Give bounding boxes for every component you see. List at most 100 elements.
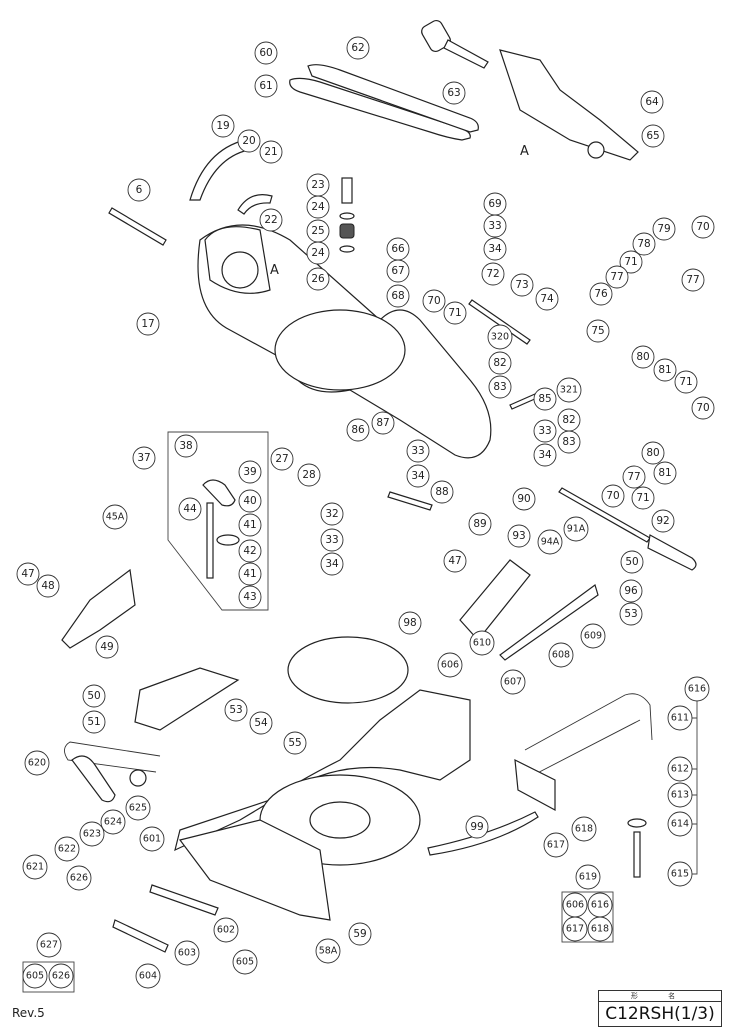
part-callout-620: 620 xyxy=(24,750,50,776)
callout-number: 86 xyxy=(351,424,365,436)
callout-circle xyxy=(346,36,370,60)
part-callout-67: 67 xyxy=(386,259,410,283)
rod-part xyxy=(509,393,538,410)
callout-number: 81 xyxy=(658,364,671,376)
callout-number: 53 xyxy=(229,704,242,716)
callout-circle xyxy=(468,512,492,536)
part-callout-47: 47 xyxy=(443,549,467,573)
callout-circle xyxy=(259,208,283,232)
callout-number: 48 xyxy=(41,580,54,592)
part-callout-34: 34 xyxy=(320,552,344,576)
part-callout-604: 604 xyxy=(135,963,161,989)
callout-circle xyxy=(580,623,606,649)
part-callout-51: 51 xyxy=(82,710,106,734)
callout-number: 626 xyxy=(52,971,70,982)
callout-number: 604 xyxy=(139,971,157,982)
callout-circle xyxy=(500,669,526,695)
callout-number: 77 xyxy=(610,271,623,283)
callout-number: 618 xyxy=(591,924,609,935)
part-callout-607: 607 xyxy=(500,669,526,695)
part-callout-78: 78 xyxy=(632,232,656,256)
part-callout-611: 611 xyxy=(667,705,693,731)
callout-circle xyxy=(82,684,106,708)
part-callout-81: 81 xyxy=(653,461,677,485)
callout-number: 83 xyxy=(562,436,575,448)
callout-circle xyxy=(238,460,262,484)
callout-number: 45A xyxy=(106,512,125,523)
callout-number: 617 xyxy=(566,924,584,935)
callout-number: 71 xyxy=(624,256,637,268)
part-callout-26: 26 xyxy=(306,267,330,291)
title-block-header: 形 名 xyxy=(599,991,721,1002)
callout-circle xyxy=(224,698,248,722)
callout-circle xyxy=(691,396,715,420)
callout-circle xyxy=(430,480,454,504)
part-callout-79: 79 xyxy=(652,217,676,241)
part-callout-626: 626 xyxy=(48,963,74,989)
callout-number: 614 xyxy=(671,819,689,830)
callout-number: 66 xyxy=(391,243,405,255)
callout-circle xyxy=(533,387,557,411)
callout-number: 63 xyxy=(447,87,460,99)
callout-number: 608 xyxy=(552,650,570,661)
callout-circle xyxy=(320,528,344,552)
callout-number: 21 xyxy=(264,146,277,158)
part-callout-99: 99 xyxy=(465,815,489,839)
guard-arc-part xyxy=(237,194,273,215)
part-callout-41: 41 xyxy=(238,562,262,586)
callout-circle xyxy=(605,265,629,289)
part-callout-21: 21 xyxy=(259,140,283,164)
callout-circle xyxy=(667,861,693,887)
callout-circle xyxy=(469,630,495,656)
callout-circle xyxy=(54,836,80,862)
callout-circle xyxy=(437,652,463,678)
callout-circle xyxy=(589,282,613,306)
callout-circle xyxy=(254,74,278,98)
callout-circle xyxy=(443,301,467,325)
threaded-rod-part xyxy=(206,502,214,579)
callout-circle xyxy=(674,370,698,394)
part-callout-70: 70 xyxy=(601,484,625,508)
callout-circle xyxy=(619,250,643,274)
callout-number: 605 xyxy=(26,971,44,982)
callout-circle xyxy=(631,486,655,510)
part-callout-48: 48 xyxy=(36,574,60,598)
part-callout-74: 74 xyxy=(535,287,559,311)
callout-circle xyxy=(653,461,677,485)
callout-circle xyxy=(306,267,330,291)
callout-circle xyxy=(691,215,715,239)
part-callout-71: 71 xyxy=(631,486,655,510)
callout-circle xyxy=(443,549,467,573)
callout-circle xyxy=(125,795,151,821)
bracket-left-part xyxy=(134,667,240,731)
part-callout-96: 96 xyxy=(619,579,643,603)
part-callout-65: 65 xyxy=(641,124,665,148)
callout-number: 17 xyxy=(141,318,154,330)
callout-number: 82 xyxy=(493,357,506,369)
callout-circle xyxy=(249,711,273,735)
callout-number: 40 xyxy=(243,495,256,507)
callout-circle xyxy=(571,816,597,842)
part-callout-43: 43 xyxy=(238,585,262,609)
callout-number: 607 xyxy=(504,677,522,688)
part-callout-33: 33 xyxy=(533,419,557,443)
part-callout-62: 62 xyxy=(346,36,370,60)
part-callout-33: 33 xyxy=(406,439,430,463)
callout-number: 67 xyxy=(391,265,404,277)
callout-circle xyxy=(136,312,160,336)
callout-number: 618 xyxy=(575,824,593,835)
callout-circle xyxy=(543,832,569,858)
spring-stack-part xyxy=(339,177,355,253)
callout-number: 616 xyxy=(688,684,706,695)
callout-number: 43 xyxy=(243,591,256,603)
part-callout-605: 605 xyxy=(232,949,258,975)
part-callout-603: 603 xyxy=(174,940,200,966)
callout-circle xyxy=(320,552,344,576)
callout-number: 33 xyxy=(325,534,338,546)
group-box-619 xyxy=(561,891,614,943)
callout-number: 625 xyxy=(129,803,147,814)
part-callout-621: 621 xyxy=(22,854,48,880)
callout-number: 82 xyxy=(562,414,575,426)
callout-circle xyxy=(254,41,278,65)
